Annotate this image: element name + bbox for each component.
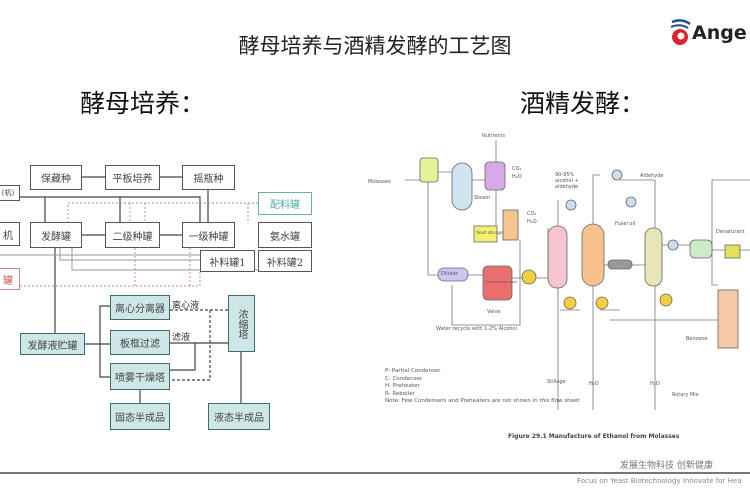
box-primary-seed-tank: 一级种罐 [182, 222, 235, 248]
label-h2o-2: H₂O [589, 381, 599, 387]
footer-cn: 发展生物科技 创新健康 [620, 461, 713, 471]
legend-item: C- Condenser [385, 375, 423, 382]
box-partial-top: (机) [0, 185, 20, 201]
label-benzene: Benzene [686, 336, 708, 342]
box-secondary-seed-tank: 二级种罐 [105, 222, 160, 248]
yeast-storage [473, 225, 498, 243]
box-plate-filter: 板框过滤 [110, 330, 170, 355]
box-feed-tank-2: 补料罐2 [258, 250, 312, 272]
label-nutrients: Nutrients [482, 133, 506, 139]
label-steam: Steam [474, 195, 491, 201]
equipment [419, 157, 741, 349]
label-filtrate: 滤液 [172, 333, 191, 343]
label-denaturant: Denaturant [716, 229, 745, 235]
logo-icon [668, 16, 692, 46]
legend-item: P- Partial Condenser [385, 368, 441, 374]
label-centrate: 离心液 [172, 301, 200, 311]
ethanol-flow-lines [405, 140, 750, 410]
box-preserved-strain: 保藏种 [30, 165, 82, 190]
label-fermentation-tank: Fermentation tank [485, 280, 518, 284]
label-co2-2: CO₂ [527, 211, 537, 217]
sterilizer-column [451, 162, 473, 211]
box-shake-flask: 摇瓶种 [182, 165, 235, 190]
label-yeast-storage: Yeast storage [476, 230, 503, 235]
label-fusel-oil: Fusel oil [615, 221, 636, 227]
label-aldehyde: Aldehyde [640, 173, 664, 179]
footer-en: Focus on Yeast Biotechnology Innovate fo… [577, 477, 742, 485]
box-partial-machine: 机 [0, 222, 20, 246]
box-batching-tank: 配料罐 [258, 192, 312, 215]
box-fermenter: 发酵罐 [30, 222, 82, 248]
yeast-flow-lines [0, 176, 291, 403]
label-rotary-mix: Rotary Mix [672, 392, 699, 398]
label-h2o: H₂O [512, 174, 522, 180]
footer-divider [0, 472, 750, 474]
diluter [437, 267, 469, 282]
yeast-heading: 酵母培养： [80, 89, 206, 118]
box-plate-culture: 平板培养 [105, 165, 160, 190]
slide-title: 酵母培养与酒精发酵的工艺图 [238, 34, 512, 58]
denaturant-tank [724, 244, 741, 259]
label-alcohol-aldehyde: 90-95% alcohol + aldehyde [555, 172, 579, 190]
legend-item: R- Reboiler [385, 390, 415, 397]
label-water-recycle: Water recycle with 1-2% Alcohol [436, 326, 517, 332]
label-molasses: Molasses [368, 179, 391, 185]
preheater [607, 259, 633, 270]
label-co2: CO₂ [512, 166, 522, 172]
box-liquid-product: 液态半成品 [208, 403, 270, 430]
fermentation-tank [482, 265, 513, 301]
storage-tank [689, 239, 713, 259]
legend-item: H- Preheater [385, 383, 420, 389]
legend: P- Partial Condenser C- Condenser H- Pre… [385, 368, 580, 406]
logo-text: Ange [692, 22, 747, 44]
box-partial-red-tank: 罐 [0, 268, 20, 290]
dehydration-column [717, 289, 739, 349]
box-ammonia-tank: 氨水罐 [258, 222, 312, 248]
label-diluter: Diluter [441, 271, 458, 277]
scrubber [502, 209, 519, 241]
label-h2o-3: H₂O [650, 381, 660, 387]
rectifying-column [644, 227, 663, 287]
pump [521, 269, 537, 285]
label-stillage: Stillage [547, 379, 566, 385]
box-centrifuge: 离心分离器 [110, 295, 170, 320]
legend-note: Note: Few Condensers and Preheaters are … [385, 398, 580, 404]
box-spray-dryer: 喷雾干燥塔 [110, 363, 170, 390]
aldehyde-column [581, 223, 605, 287]
label-h2o-4: H₂O [527, 219, 537, 225]
box-solid-product: 固态半成品 [110, 403, 170, 430]
box-concentrator: 浓缩塔 [228, 295, 255, 352]
label-valve: Valve [487, 309, 501, 315]
box-feed-tank-1: 补料罐1 [200, 250, 255, 272]
nutrient-tank [484, 161, 506, 191]
beer-still [547, 225, 568, 289]
molasses-tank [419, 157, 439, 183]
figure-caption: Figure 29.1 Manufacture of Ethanol from … [508, 433, 680, 440]
ethanol-heading: 酒精发酵： [520, 89, 646, 118]
box-broth-storage: 发酵液贮罐 [20, 333, 85, 355]
